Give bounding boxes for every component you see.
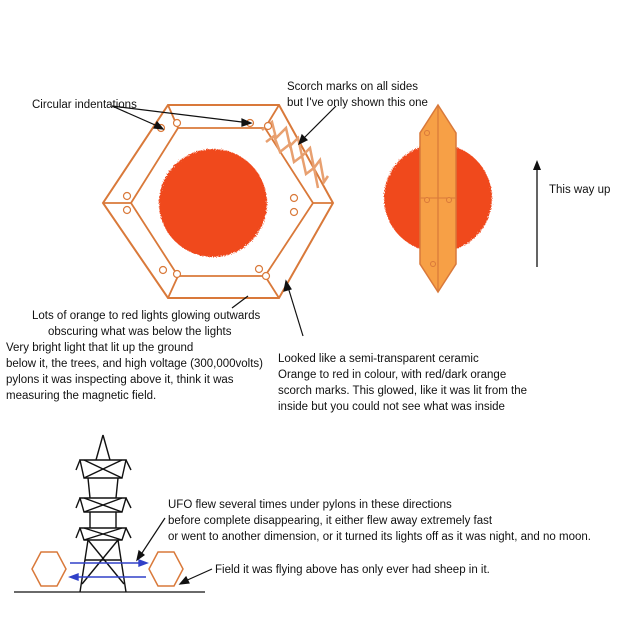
label-glow-line1: Lots of orange to red lights glowing out… bbox=[32, 310, 260, 322]
label-glow-line2: obscuring what was below the lights bbox=[48, 326, 232, 338]
label-ceramic-line1: Looked like a semi-transparent ceramic bbox=[278, 353, 479, 365]
side-view bbox=[384, 103, 492, 294]
label-this-way-up: This way up bbox=[549, 184, 610, 196]
flight-direction-arrows bbox=[68, 558, 149, 582]
this-way-up-arrow bbox=[533, 160, 541, 267]
label-ufo-line3: or went to another dimension, or it turn… bbox=[168, 531, 591, 543]
label-ceramic-line2: Orange to red in colour, with red/dark o… bbox=[278, 369, 506, 381]
label-field-line: Field it was flying above has only ever … bbox=[215, 564, 490, 576]
label-scorch-line2: but I've only shown this one bbox=[287, 97, 428, 109]
glowing-red-disc bbox=[159, 149, 267, 257]
label-scorch-line1: Scorch marks on all sides bbox=[287, 81, 418, 93]
label-ceramic-line3: scorch marks. This glowed, like it was l… bbox=[278, 385, 527, 397]
ufo-hexagon-left bbox=[31, 551, 67, 587]
label-bright-line4: measuring the magnetic field. bbox=[6, 390, 156, 402]
label-circular-indentations: Circular indentations bbox=[32, 99, 137, 111]
label-bright-line3: pylons it was inspecting above it, think… bbox=[6, 374, 234, 386]
scorch-marks bbox=[261, 119, 330, 189]
label-ceramic-line4: inside but you could not see what was in… bbox=[278, 401, 505, 413]
pylon bbox=[75, 434, 132, 593]
hexagon-front-view bbox=[101, 104, 335, 299]
pylon-scene bbox=[14, 434, 213, 593]
label-bright-line2: below it, the trees, and high voltage (3… bbox=[6, 358, 263, 370]
label-ufo-line1: UFO flew several times under pylons in t… bbox=[168, 499, 452, 511]
label-ufo-line2: before complete disappearing, it either … bbox=[168, 515, 493, 527]
label-bright-line1: Very bright light that lit up the ground bbox=[6, 342, 193, 354]
annotation-leaders bbox=[111, 105, 337, 337]
ufo-hexagon-right bbox=[148, 551, 184, 587]
pylon-leaders bbox=[136, 517, 213, 585]
